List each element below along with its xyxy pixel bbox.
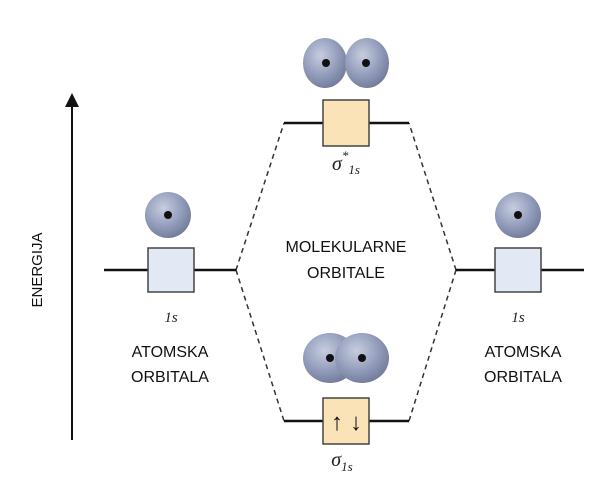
right-atomic-orbital: 1s ATOMSKA ORBITALA — [456, 192, 584, 386]
left-orbital-label: 1s — [164, 310, 178, 326]
right-orbital-label: 1s — [511, 310, 525, 326]
right-caption-line2: ORBITALA — [484, 369, 562, 386]
right-orbital-box — [494, 247, 542, 293]
antibonding-superscript: * — [342, 148, 349, 163]
antibonding-orbital: σ*1s — [284, 38, 409, 177]
bonding-spin-up: ↑ — [331, 409, 343, 436]
bonding-orbital: ↑ ↓ σ1s — [284, 333, 409, 474]
center-caption-line1: MOLEKULARNE — [286, 239, 407, 256]
antibonding-lobes — [303, 38, 389, 88]
antibonding-label: σ*1s — [332, 148, 360, 177]
center-caption-line2: ORBITALE — [307, 265, 385, 282]
bonding-orbital-box — [322, 397, 370, 445]
antibonding-subscript: 1s — [348, 162, 360, 177]
bonding-spin-down: ↓ — [350, 409, 362, 436]
antibonding-nucleus-left — [322, 59, 330, 67]
left-nucleus-dot — [164, 211, 172, 219]
left-caption-line2: ORBITALA — [131, 369, 209, 386]
right-nucleus-dot — [514, 211, 522, 219]
left-atomic-orbital: 1s ATOMSKA ORBITALA — [104, 192, 236, 386]
left-caption-line1: ATOMSKA — [132, 344, 209, 361]
dash-right-to-antibonding — [408, 122, 457, 271]
bonding-label: σ1s — [331, 449, 352, 474]
dash-right-to-bonding — [408, 269, 457, 422]
bonding-nucleus-right — [358, 354, 366, 362]
right-caption-line1: ATOMSKA — [485, 344, 562, 361]
bonding-subscript: 1s — [341, 459, 353, 474]
antibonding-nucleus-right — [362, 59, 370, 67]
energy-axis-label: ENERGIJA — [29, 232, 46, 307]
bonding-nucleus-left — [326, 354, 334, 362]
correlation-lines — [235, 122, 457, 422]
antibonding-symbol: σ — [332, 153, 343, 175]
dash-left-to-antibonding — [235, 122, 285, 271]
left-orbital-box — [147, 247, 195, 293]
bonding-symbol: σ — [331, 449, 342, 471]
dash-left-to-bonding — [235, 269, 285, 422]
bonding-lobe — [303, 333, 389, 383]
antibonding-orbital-box — [322, 99, 370, 147]
